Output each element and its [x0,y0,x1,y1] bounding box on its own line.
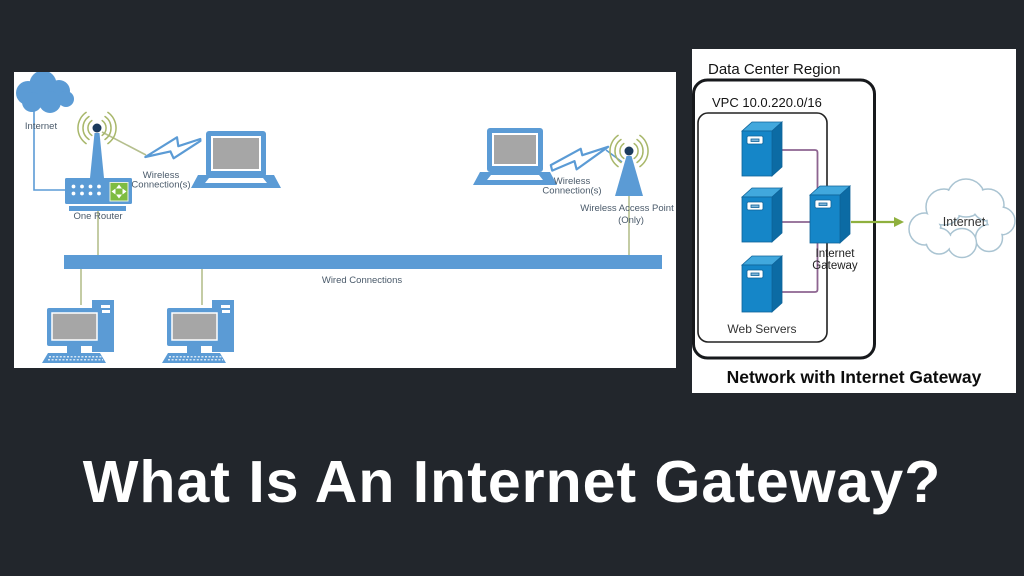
server-icon [740,121,784,177]
router-ports-icon [109,182,129,202]
internet-cloud-label: Internet [25,121,58,132]
internet-gateway-label: Internet [816,248,856,260]
web-servers-label: Web Servers [727,322,796,336]
router-led-lights [71,184,101,196]
lightning-bolt-icon [144,136,202,160]
diagram-caption: Network with Internet Gateway [727,367,982,387]
antenna-tip-icon [92,123,102,133]
desktop-computer-icon [42,300,114,363]
wireless-connection-label: Connection(s) [542,186,601,197]
router-icon [65,111,132,211]
wifi-arcs-icon [77,111,117,145]
cloud-to-router-line [33,108,65,191]
region-label: Data Center Region [708,61,841,78]
simple-network-diagram-panel: Internet One Router Wireless Connection(… [14,72,676,368]
wired-bus-bar [64,255,662,269]
simple-network-diagram: Internet One Router Wireless Connection(… [16,72,674,363]
wireless-connection-label: Wireless [143,170,180,181]
arrowhead-icon [894,217,904,227]
wireless-connection-label: Connection(s) [131,180,190,191]
laptop-icon [473,128,557,185]
internet-cloud-label: Internet [943,215,986,229]
lightning-bolt-icon [549,145,610,172]
internet-gateway-label: Gateway [812,260,858,272]
vpc-label: VPC 10.0.220.0/16 [712,95,822,110]
server-icon [740,255,784,313]
gateway-diagram: Data Center Region VPC 10.0.220.0/16 Int… [692,61,1016,387]
wired-connections-label: Wired Connections [322,275,403,286]
data-center-region-border [692,78,876,360]
router-label: One Router [73,211,122,222]
desktop-computer-icon [162,300,234,363]
wireless-access-point-icon [605,134,649,196]
internet-cloud-icon [908,178,1016,259]
laptop-icon [191,131,281,188]
wireless-connection-label: Wireless [554,176,591,187]
gateway-diagram-panel: Data Center Region VPC 10.0.220.0/16 Int… [692,49,1016,393]
access-point-label: (Only) [618,215,644,226]
internet-gateway-icon [808,185,852,244]
access-point-label: Wireless Access Point [580,203,674,214]
page-title: What Is An Internet Gateway? [82,449,942,515]
antenna-tip-icon [624,146,634,156]
server-icon [740,187,784,243]
wifi-arcs-icon [609,134,649,168]
internet-cloud-icon [16,72,74,113]
